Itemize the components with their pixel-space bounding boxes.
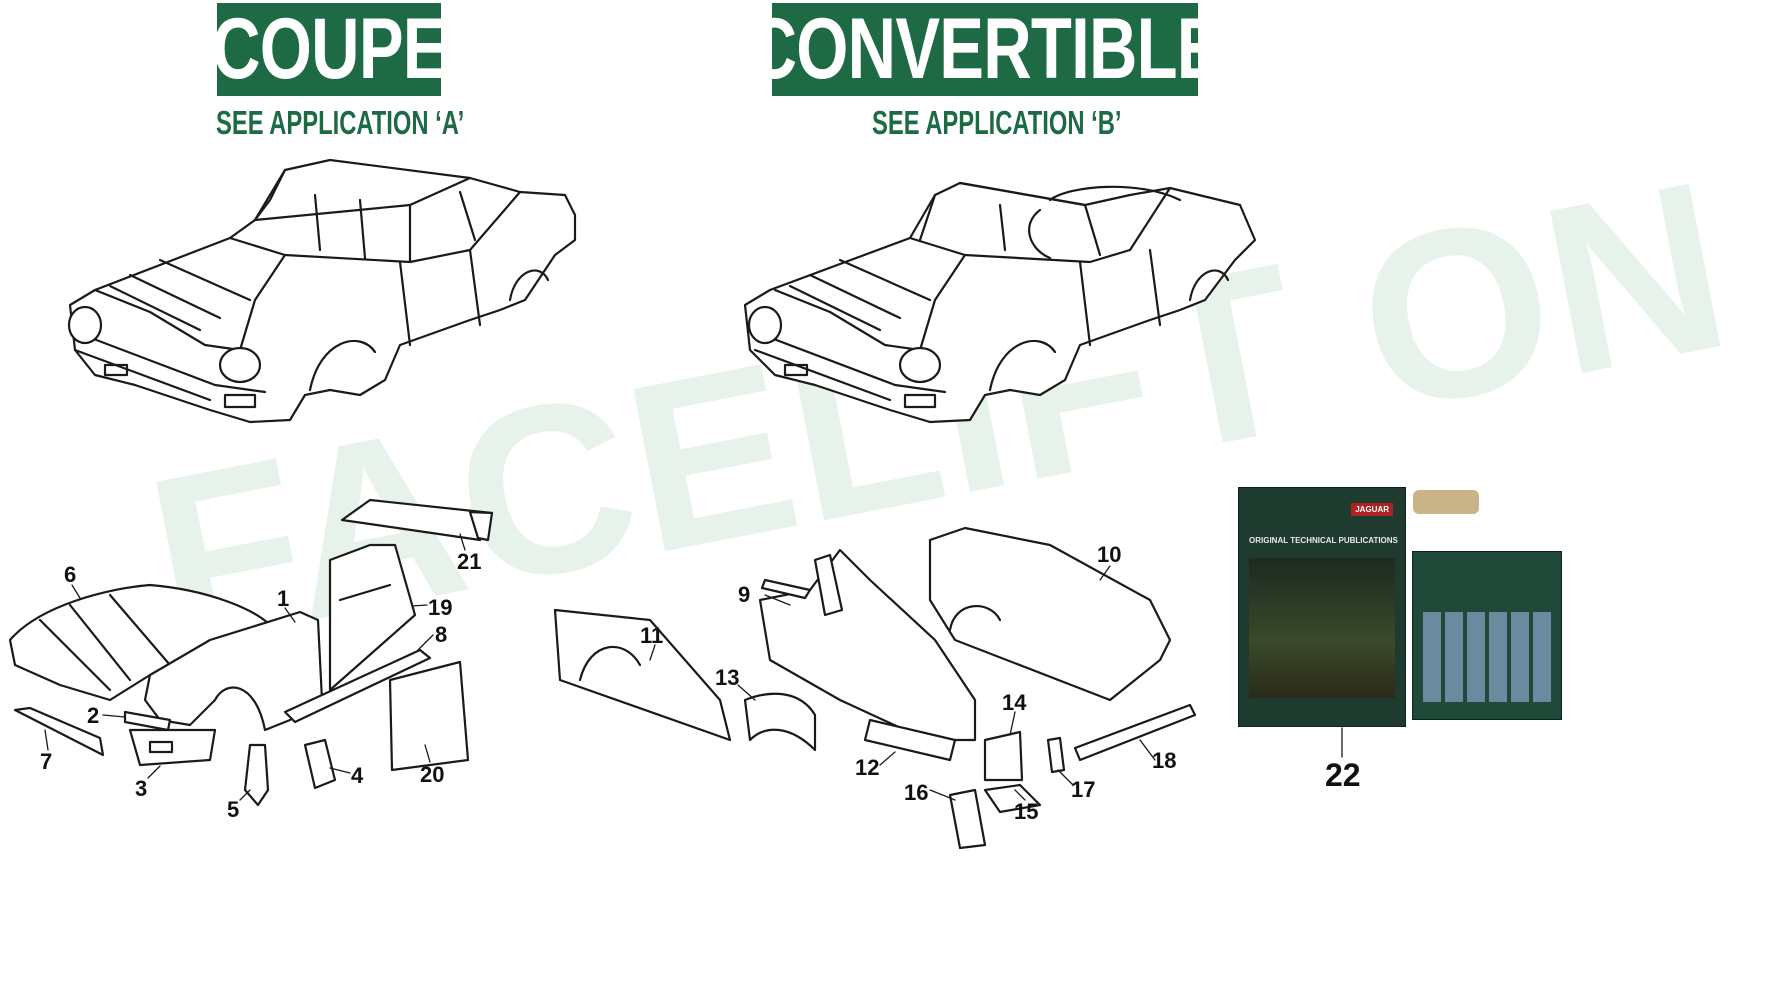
bracket-part bbox=[303, 738, 337, 790]
part-number-7: 7 bbox=[40, 749, 53, 774]
roof-panel-part bbox=[340, 498, 494, 542]
sill-part bbox=[283, 648, 432, 724]
part-number-10: 10 bbox=[1097, 542, 1122, 567]
part-number-21: 21 bbox=[457, 549, 482, 574]
part-number-17: 17 bbox=[1071, 777, 1096, 802]
valance-part bbox=[13, 706, 105, 757]
coupe-banner: COUPE bbox=[212, 1, 447, 97]
convertible-bracket-part bbox=[948, 788, 987, 850]
post-part bbox=[1046, 736, 1066, 774]
part-number-20: 20 bbox=[420, 762, 445, 787]
catalogue-booklet bbox=[1412, 551, 1562, 720]
manual-brand-badge: JAGUAR bbox=[1351, 503, 1393, 516]
manual-cover-photo bbox=[1249, 558, 1395, 698]
part-number-11: 11 bbox=[640, 623, 664, 648]
step-panel-part bbox=[983, 783, 1042, 814]
part-number-13: 13 bbox=[715, 665, 740, 690]
rear-quarter-part bbox=[553, 608, 732, 742]
manual-booklet: JAGUAR ORIGINAL TECHNICAL PUBLICATIONS bbox=[1238, 487, 1406, 727]
part-number-5: 5 bbox=[227, 797, 240, 822]
part-number-4: 4 bbox=[351, 763, 364, 788]
manual-cover-title: ORIGINAL TECHNICAL PUBLICATIONS bbox=[1249, 536, 1398, 545]
corner-panel-part bbox=[983, 730, 1024, 782]
front-wing-part bbox=[143, 610, 324, 732]
part-number-15: 15 bbox=[1014, 799, 1039, 824]
rear-wing-part bbox=[758, 548, 977, 742]
part-number-16: 16 bbox=[904, 780, 929, 805]
convertible-subtitle: SEE APPLICATION ‘B’ bbox=[872, 104, 1122, 141]
part-number-14: 14 bbox=[1002, 690, 1027, 715]
convertible-title: CONVERTIBLE bbox=[748, 1, 1222, 97]
part-number-3: 3 bbox=[135, 776, 148, 801]
part-number-9: 9 bbox=[738, 582, 751, 607]
usb-key bbox=[1413, 490, 1479, 514]
part-number-19: 19 bbox=[428, 595, 453, 620]
wheel-arch-part bbox=[743, 692, 817, 752]
part-number-22: 22 bbox=[1325, 757, 1361, 793]
rail-part bbox=[1073, 703, 1197, 762]
part-number-1: 1 bbox=[277, 586, 290, 611]
inner-panel-part bbox=[243, 743, 270, 807]
door-frame-part bbox=[328, 543, 417, 692]
convertible-sill-part bbox=[863, 718, 957, 762]
part-number-6: 6 bbox=[64, 562, 77, 587]
coupe-title: COUPE bbox=[211, 1, 447, 97]
convertible-banner: CONVERTIBLE bbox=[749, 1, 1222, 97]
part-number-12: 12 bbox=[855, 755, 880, 780]
coupe-subtitle: SEE APPLICATION ‘A’ bbox=[216, 104, 465, 141]
door-skin-part bbox=[388, 660, 470, 772]
part-number-18: 18 bbox=[1152, 748, 1177, 773]
convertible-car-illustration bbox=[743, 181, 1257, 424]
part-number-2: 2 bbox=[87, 703, 100, 728]
convertible-front-wing-part bbox=[928, 526, 1172, 702]
part-number-8: 8 bbox=[435, 622, 448, 647]
coupe-car-illustration bbox=[67, 158, 577, 424]
